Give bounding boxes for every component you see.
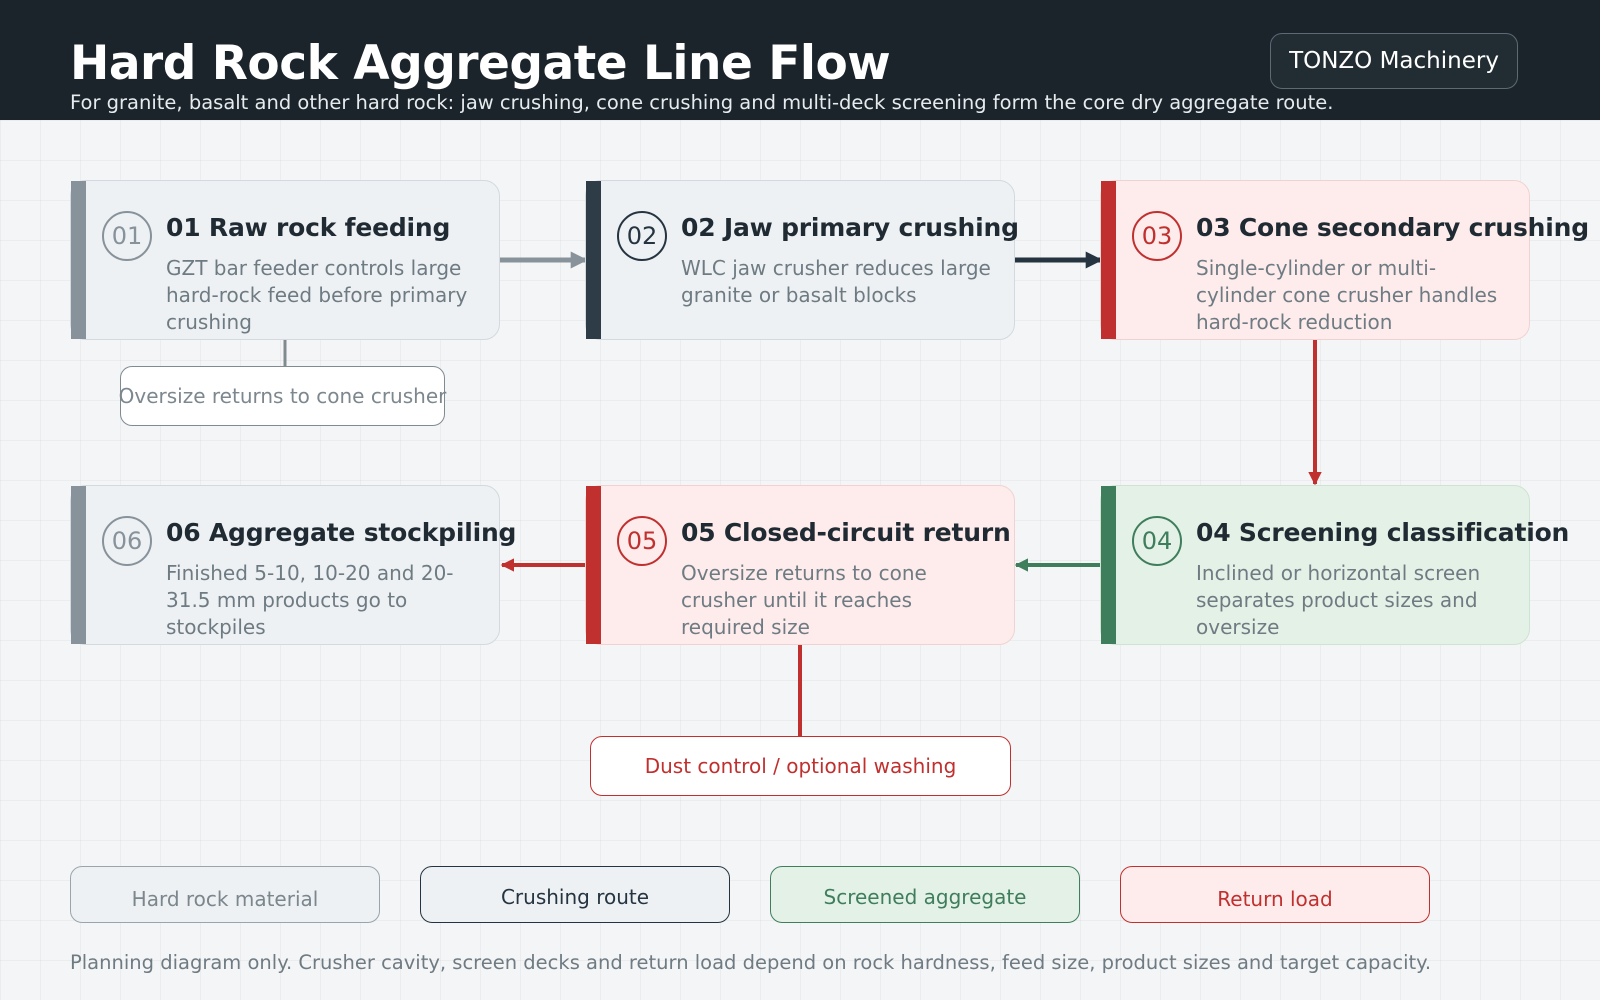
step-accent-bar <box>1101 486 1116 644</box>
step-description: Finished 5-10, 10-20 and 20-31.5 mm prod… <box>166 561 454 639</box>
step-title: 04 Screening classification <box>1196 518 1570 547</box>
step-accent-bar <box>1101 181 1116 339</box>
step-description: WLC jaw crusher reduces large granite or… <box>681 256 991 307</box>
step-title: 05 Closed-circuit return <box>681 518 1011 547</box>
step-description: Oversize returns to cone crusher until i… <box>681 561 927 639</box>
step-description: Single-cylinder or multi-cylinder cone c… <box>1196 256 1498 334</box>
step-description: GZT bar feeder controls large hard-rock … <box>166 256 468 334</box>
legend-crushing-route: Crushing route <box>420 866 730 923</box>
step-accent-bar <box>71 181 86 339</box>
step-number-badge: 03 <box>1132 211 1182 261</box>
step-03-cone-secondary-crushing: 03 03 Cone secondary crushing Single-cyl… <box>1100 180 1589 340</box>
step-06-aggregate-stockpiling: 06 06 Aggregate stockpiling Finished 5-1… <box>70 485 516 645</box>
brand-badge: TONZO Machinery <box>1270 33 1518 89</box>
step-number-badge: 06 <box>102 516 152 566</box>
page-subtitle: For granite, basalt and other hard rock:… <box>70 91 1334 114</box>
legend-return-load: Return load <box>1120 866 1430 923</box>
step-title: 02 Jaw primary crushing <box>681 213 1019 242</box>
step-title: 06 Aggregate stockpiling <box>166 518 517 547</box>
dust-control-note: Dust control / optional washing <box>590 736 1011 796</box>
step-accent-bar <box>586 181 601 339</box>
step-number-badge: 02 <box>617 211 667 261</box>
header-bar: Hard Rock Aggregate Line Flow For granit… <box>0 0 1600 120</box>
step-title: 01 Raw rock feeding <box>166 213 451 242</box>
step-04-screening-classification: 04 04 Screening classification Inclined … <box>1100 485 1569 645</box>
step-accent-bar <box>71 486 86 644</box>
step-number-badge: 01 <box>102 211 152 261</box>
step-05-closed-circuit-return: 05 05 Closed-circuit return Oversize ret… <box>585 485 1015 645</box>
page-title: Hard Rock Aggregate Line Flow <box>70 36 891 91</box>
step-description: Inclined or horizontal screen separates … <box>1196 561 1481 639</box>
step-title: 03 Cone secondary crushing <box>1196 213 1589 242</box>
legend-screened-aggregate: Screened aggregate <box>770 866 1080 923</box>
step-01-raw-rock-feeding: 01 01 Raw rock feeding GZT bar feeder co… <box>70 180 500 340</box>
legend-hard-rock-material: Hard rock material <box>70 866 380 923</box>
oversize-return-note: Oversize returns to cone crusher <box>119 366 446 426</box>
footer-disclaimer: Planning diagram only. Crusher cavity, s… <box>70 951 1432 974</box>
step-02-jaw-primary-crushing: 02 02 Jaw primary crushing WLC jaw crush… <box>585 180 1019 340</box>
step-number-badge: 05 <box>617 516 667 566</box>
step-accent-bar <box>586 486 601 644</box>
step-number-badge: 04 <box>1132 516 1182 566</box>
